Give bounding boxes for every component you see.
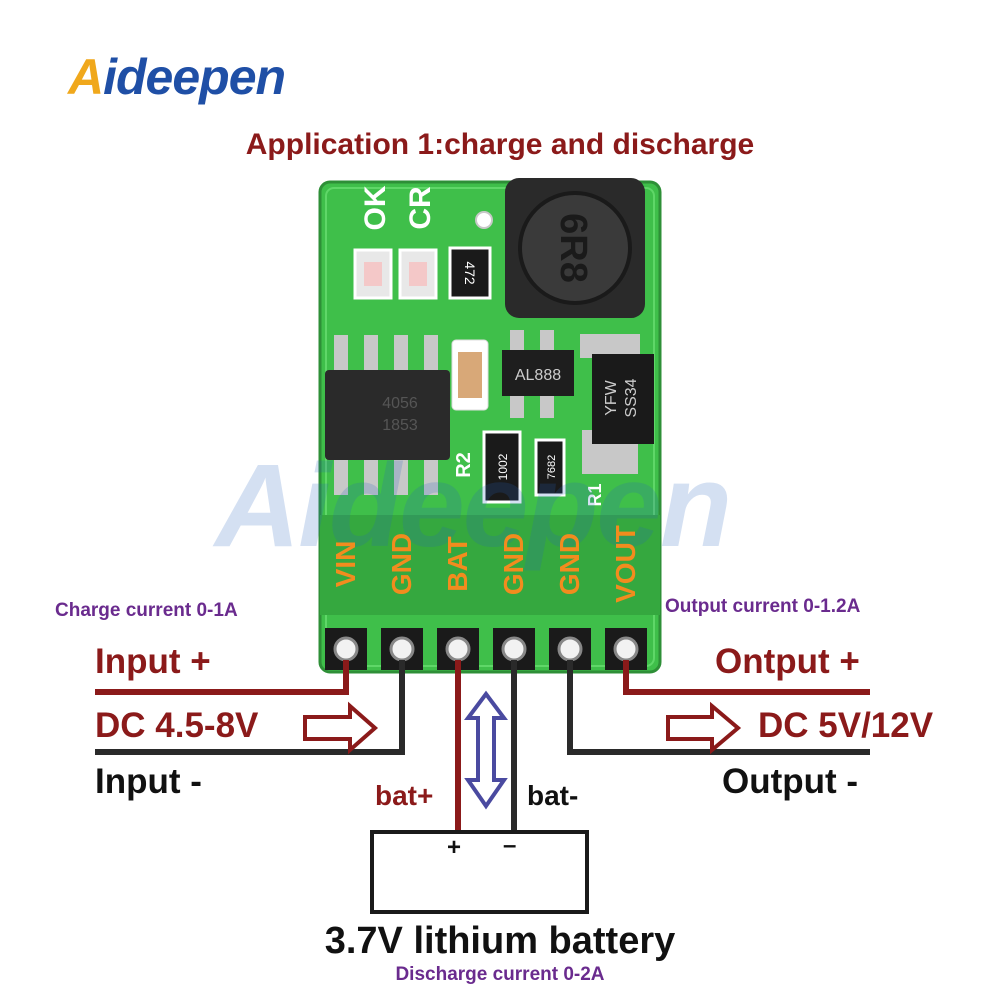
inductor: 6R8 xyxy=(505,178,645,318)
pin-label-vout: VOUT xyxy=(610,525,641,603)
boost-chip: AL888 xyxy=(502,330,574,418)
ic-line-2: 1853 xyxy=(382,417,418,434)
header-pins xyxy=(325,628,647,670)
pin-label-gnd-1: GND xyxy=(386,532,417,596)
pin-label-gnd-3: GND xyxy=(554,532,585,596)
inductor-mark: 6R8 xyxy=(552,213,594,283)
diagram-title: Application 1:charge and discharge xyxy=(245,128,755,161)
diode-line-2: SS34 xyxy=(623,378,640,417)
discharge-current-label: Discharge current 0-2A xyxy=(395,964,605,985)
logo-rest: ideepen xyxy=(103,49,286,105)
pin-label-vin: VIN xyxy=(330,540,361,588)
silk-r1: R1 xyxy=(585,483,605,506)
capacitor xyxy=(451,339,489,411)
battery-box xyxy=(370,830,589,914)
led-ok xyxy=(353,248,393,300)
output-dc-label: DC 5V/12V xyxy=(758,706,934,745)
wire-input-minus xyxy=(95,660,405,755)
resistor-1002-label: 1002 xyxy=(496,453,510,480)
input-arrow xyxy=(303,701,379,755)
brand-logo: Aideepen xyxy=(68,48,286,106)
bat-plus-label: bat+ xyxy=(375,780,434,811)
output-plus-label: Ontput + xyxy=(715,642,860,681)
charger-ic: 4056 1853 xyxy=(325,335,450,495)
resistor-1002: 1002 xyxy=(482,430,522,504)
input-dc-label: DC 4.5-8V xyxy=(95,706,259,745)
ic-line-1: 4056 xyxy=(382,395,418,412)
resistor-7682-label: 7682 xyxy=(546,455,558,479)
logo-first-letter: A xyxy=(68,49,104,105)
diode-line-1: YFW xyxy=(603,379,620,415)
silk-cr: CR xyxy=(404,186,437,230)
output-arrow xyxy=(666,701,742,755)
battery-double-arrow xyxy=(464,690,508,810)
wire-input-plus xyxy=(95,660,349,695)
watermark-logo: Aideepen xyxy=(215,440,732,572)
pin-label-gnd-2: GND xyxy=(498,532,529,596)
pin-label-bat: BAT xyxy=(442,536,473,592)
input-plus-label: Input + xyxy=(95,642,211,681)
output-current-label: Output current 0-1.2A xyxy=(665,596,861,617)
battery-plus-sign: + xyxy=(447,834,462,861)
wire-output-plus xyxy=(623,660,870,695)
battery-minus-sign: – xyxy=(503,832,517,859)
charge-current-label: Charge current 0-1A xyxy=(55,600,238,621)
resistor-472: 472 xyxy=(448,246,492,300)
wire-output-minus xyxy=(567,660,870,755)
resistor-472-label: 472 xyxy=(462,261,478,285)
input-minus-label: Input - xyxy=(95,762,202,801)
wires xyxy=(95,660,870,830)
silk-ok: OK xyxy=(359,185,392,230)
bat-minus-label: bat- xyxy=(527,780,579,811)
led-cr xyxy=(398,248,438,300)
schottky-diode: YFW SS34 xyxy=(580,334,654,474)
silk-r2: R2 xyxy=(453,452,475,478)
battery-label: 3.7V lithium battery xyxy=(324,920,676,962)
output-minus-label: Output - xyxy=(722,762,859,801)
resistor-7682: 7682 xyxy=(534,438,566,497)
pin-pad-strip xyxy=(320,515,660,615)
boost-chip-label: AL888 xyxy=(515,367,561,384)
